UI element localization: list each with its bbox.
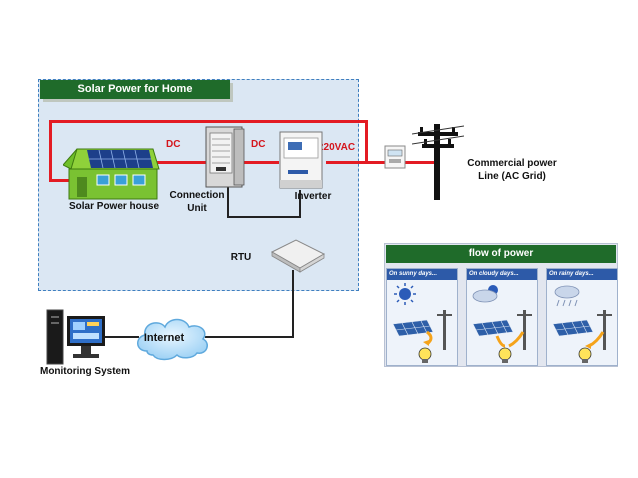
sunny-flow-illustration (392, 283, 452, 363)
flow-panel-rainy-heading: On rainy days... (547, 269, 617, 280)
flow-panel-rainy: On rainy days... (546, 268, 618, 366)
dc-wire-mid (155, 161, 207, 164)
connection-unit-label-1: Connection (169, 190, 225, 201)
monitoring-label: Monitoring System (39, 366, 130, 377)
rtu-icon (270, 239, 326, 273)
data-wire-inverter-drop (299, 190, 301, 218)
grid-label-line-1: Commercial power (467, 158, 557, 169)
flow-panel-cloudy-heading: On cloudy days... (467, 269, 537, 280)
dc-wire-to-inverter (244, 161, 279, 164)
inverter-label: Inverter (294, 191, 332, 202)
dc-wire-top (49, 120, 367, 123)
data-wire-monitor-to-internet (103, 336, 139, 338)
grid-label-line-2: Line (AC Grid) (478, 171, 546, 182)
cloudy-flow-illustration (472, 285, 532, 363)
solar-home-title: Solar Power for Home (40, 80, 230, 99)
ac-wire-to-meter (326, 161, 386, 164)
inverter-icon (279, 131, 323, 189)
flow-panel-cloudy: On cloudy days... (466, 268, 538, 366)
ac-wire-to-grid (404, 161, 438, 164)
data-wire-internet-to-rtu (205, 336, 294, 338)
sun-icon (394, 283, 416, 305)
rainy-flow-illustration (552, 285, 612, 363)
connection-unit-label-2: Unit (187, 203, 207, 214)
meter-icon (384, 145, 406, 169)
data-wire-rtu-down (292, 270, 294, 338)
flow-of-power-title: flow of power (386, 245, 616, 263)
flow-panel-sunny: On sunny days... (386, 268, 458, 366)
internet-label: Internet (143, 332, 185, 344)
solar-house-label: Solar Power house (68, 201, 160, 212)
rain-cloud-icon (554, 285, 580, 307)
connection-unit-icon (205, 126, 245, 188)
dc-wire-house (49, 179, 69, 182)
ac-wire-right-drop (365, 120, 368, 162)
dc-label-2: DC (251, 139, 266, 150)
flow-panel-sunny-heading: On sunny days... (387, 269, 457, 280)
internet-cloud-icon (137, 318, 208, 361)
cloud-sun-icon (472, 285, 498, 303)
solar-house-icon (63, 148, 160, 200)
ac-label: 220VAC (318, 142, 356, 153)
data-wire-unit-drop (227, 186, 229, 218)
utility-pole-icon (412, 124, 464, 200)
dc-wire-left-drop (49, 120, 52, 182)
rtu-label: RTU (230, 252, 252, 263)
monitoring-computer-icon (46, 309, 105, 365)
dc-label-1: DC (166, 139, 181, 150)
data-wire-horizontal (227, 216, 301, 218)
